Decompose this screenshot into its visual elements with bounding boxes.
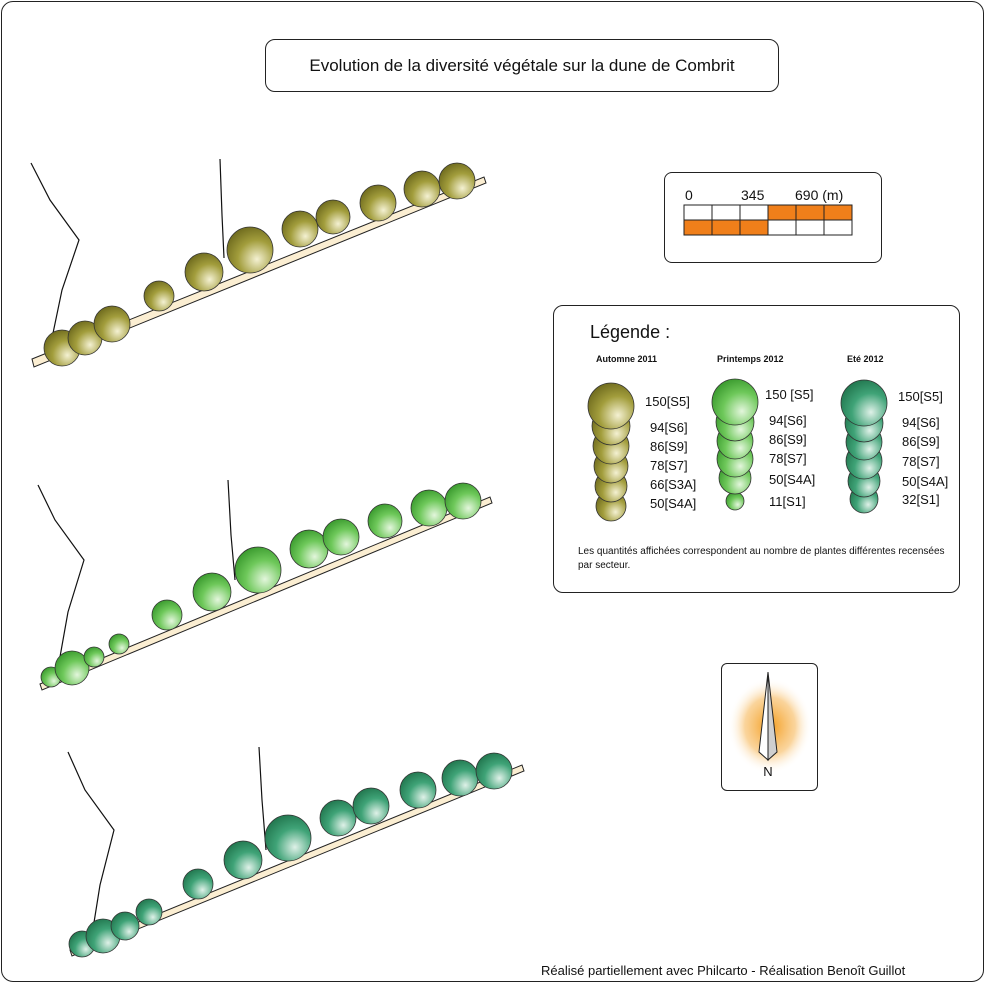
scale-cell <box>683 204 713 221</box>
legend-value: 32[S1] <box>902 492 940 507</box>
legend-value: 94[S6] <box>902 415 940 430</box>
sector-circle <box>438 162 476 200</box>
sector-circle <box>281 210 319 248</box>
scale-cell <box>711 204 741 221</box>
legend-circle <box>711 378 759 426</box>
transect-map-spring-2012 <box>37 479 493 691</box>
sector-circle <box>399 771 437 809</box>
boundary-line <box>30 162 80 339</box>
legend-value: 86[S9] <box>769 432 807 447</box>
legend-value: 78[S7] <box>902 454 940 469</box>
legend-circles <box>587 378 888 522</box>
legend-value: 86[S9] <box>902 434 940 449</box>
legend-season-spring: Printemps 2012 <box>717 354 784 364</box>
sector-circle <box>110 911 140 941</box>
north-arrow-box: N <box>721 663 818 791</box>
legend-circle <box>840 379 888 427</box>
scale-cell <box>767 219 797 236</box>
transect-map-summer-2012 <box>67 746 525 958</box>
legend-value: 150 [S5] <box>765 387 814 402</box>
sector-circle <box>289 529 329 569</box>
dune-strip <box>69 764 525 957</box>
legend-value: 50[S4A] <box>650 496 697 511</box>
scale-cell <box>823 219 853 236</box>
legend-circles-summer <box>840 379 888 514</box>
scale-label-0: 0 <box>685 187 693 203</box>
scale-cell <box>739 204 769 221</box>
scale-label-345: 345 <box>741 187 765 203</box>
boundary-line <box>67 751 115 936</box>
legend-value: 150[S5] <box>898 389 943 404</box>
sector-circle <box>322 518 360 556</box>
scale-bar <box>683 204 853 236</box>
sector-circle <box>403 170 441 208</box>
dune-strip <box>39 496 493 691</box>
legend-season-autumn: Automne 2011 <box>596 354 658 364</box>
scale-cell <box>711 219 741 236</box>
sector-circle <box>182 868 214 900</box>
sector-circle <box>93 305 131 343</box>
scale-label-690: 690 (m) <box>795 187 844 203</box>
scale-cell <box>823 204 853 221</box>
legend-note: Les quantités affichées correspondent au… <box>578 546 945 571</box>
legend-title: Légende : <box>590 322 671 342</box>
legend-value: 50[S4A] <box>902 474 949 489</box>
map-title-box: Evolution de la diversité végétale sur l… <box>265 39 779 92</box>
scale-cell <box>795 219 825 236</box>
boundary-line <box>37 484 85 669</box>
north-arrow-icon: N <box>728 671 812 779</box>
sector-circle <box>135 898 163 926</box>
sector-circle <box>234 546 282 594</box>
legend-circle <box>587 382 635 430</box>
sector-circle <box>444 482 482 520</box>
sector-circle <box>226 226 274 274</box>
sector-circle <box>192 572 232 612</box>
legend-value: 78[S7] <box>650 458 688 473</box>
sector-circle <box>143 280 175 312</box>
legend-value: 94[S6] <box>769 413 807 428</box>
sector-circle <box>410 489 448 527</box>
sector-circle <box>359 184 397 222</box>
legend-circles-spring <box>711 378 759 511</box>
sector-circle <box>83 646 105 668</box>
boundary-line <box>227 479 236 581</box>
sector-circle <box>184 252 224 292</box>
sector-circle <box>475 752 513 790</box>
sector-circle <box>151 599 183 631</box>
map-title: Evolution de la diversité végétale sur l… <box>309 55 735 75</box>
legend-value: 86[S9] <box>650 439 688 454</box>
legend-value: 150[S5] <box>645 394 690 409</box>
scale-cell <box>739 219 769 236</box>
legend-value: 78[S7] <box>769 451 807 466</box>
boundary-line <box>258 746 267 851</box>
scale-cell <box>767 204 797 221</box>
legend-value: 11[S1] <box>769 494 806 509</box>
sector-circle <box>352 787 390 825</box>
sector-circle <box>223 840 263 880</box>
sector-circle <box>441 759 479 797</box>
sector-circle <box>108 633 130 655</box>
legend-value: 94[S6] <box>650 420 688 435</box>
transect-map-autumn-2011 <box>30 158 487 368</box>
legend-box: Légende : Automne 2011 Printemps 2012 Et… <box>553 305 960 593</box>
legend-season-summer: Eté 2012 <box>847 354 884 364</box>
legend-value: 50[S4A] <box>769 472 816 487</box>
boundary-line <box>219 158 225 259</box>
dune-strip <box>31 176 487 368</box>
sector-circle <box>319 799 357 837</box>
scale-bar-box: 0 345 690 (m) <box>664 172 882 263</box>
legend-circle <box>725 491 745 511</box>
scale-cell <box>795 204 825 221</box>
north-label: N <box>763 764 772 779</box>
credits: Réalisé partiellement avec Philcarto - R… <box>541 963 906 978</box>
sector-circle <box>367 503 403 539</box>
legend-circles-autumn <box>587 382 635 522</box>
sector-circle <box>54 650 90 686</box>
legend-value: 66[S3A] <box>650 477 697 492</box>
sector-circle <box>264 814 312 862</box>
sector-circle <box>315 199 351 235</box>
scale-cell <box>683 219 713 236</box>
